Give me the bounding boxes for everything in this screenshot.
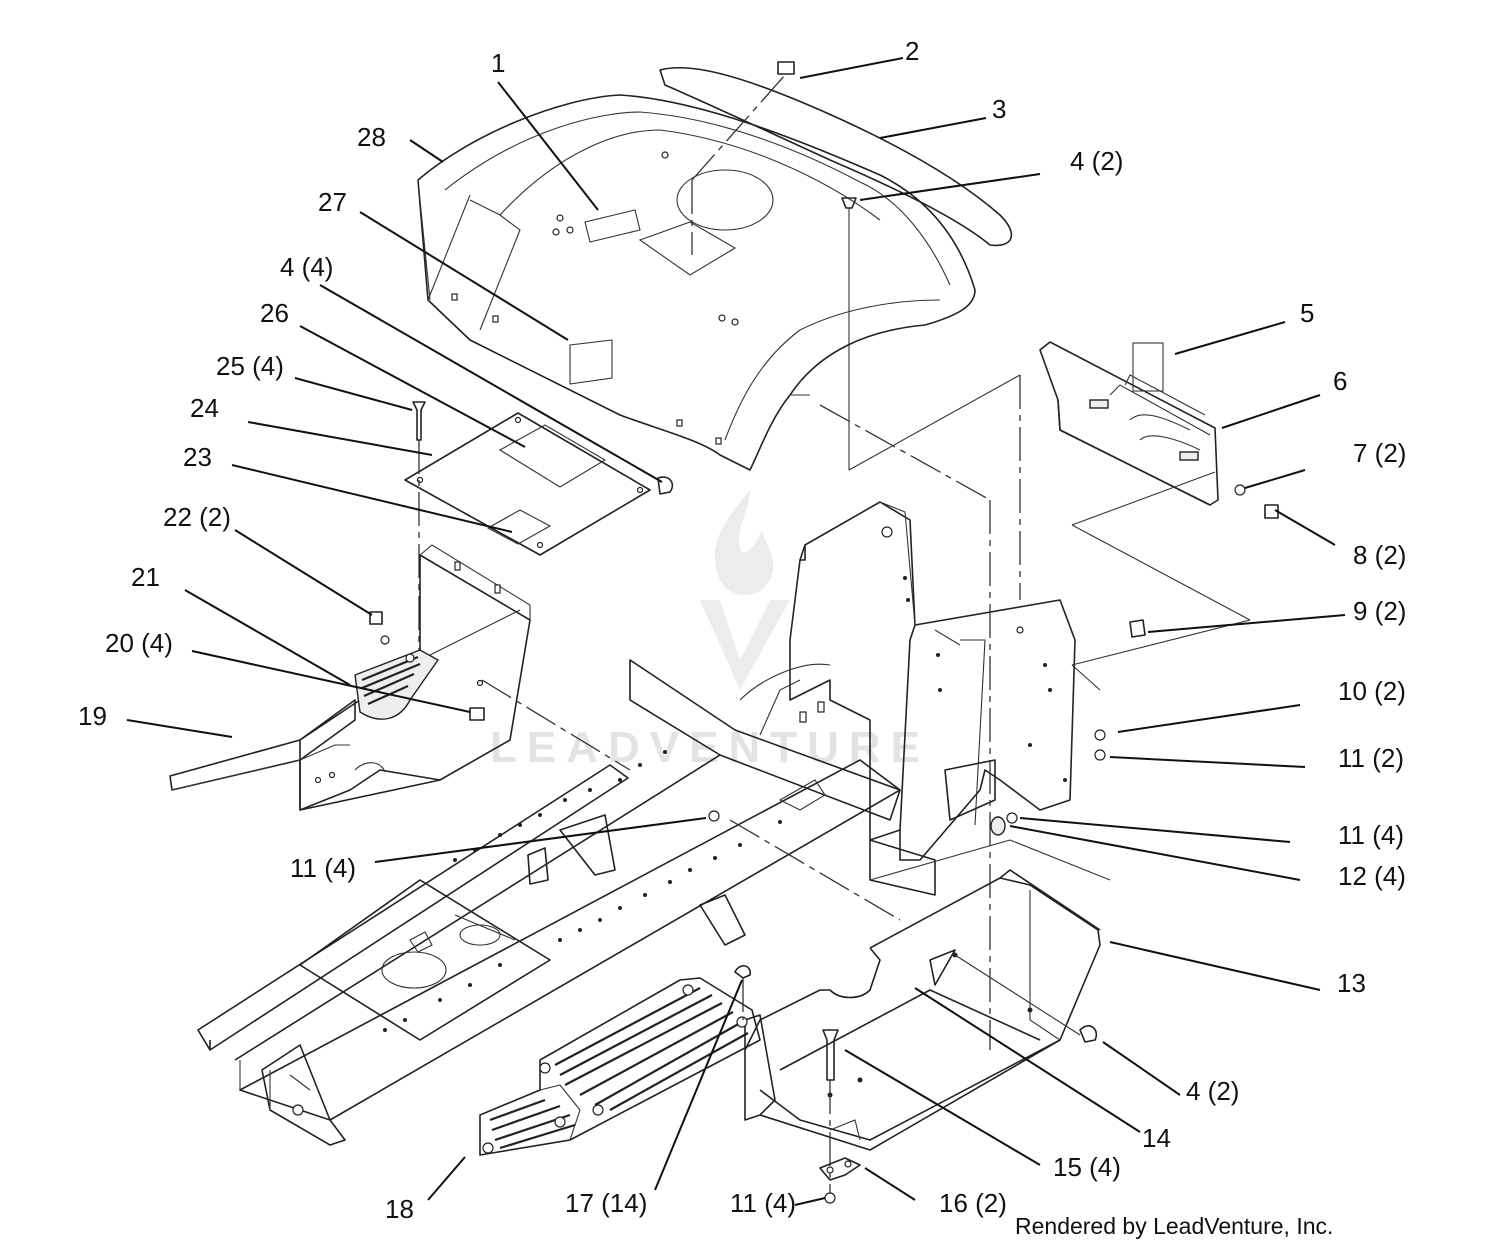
clip-part-20 [469, 707, 485, 721]
plug-part-4-mid [657, 476, 674, 495]
callout-14: 14 [1142, 1123, 1171, 1153]
bracket-part-6 [1039, 341, 1219, 506]
callout-19: 19 [78, 701, 107, 731]
callout-12: 12 (4) [1338, 861, 1406, 891]
callout-11-left: 11 (4) [290, 853, 356, 883]
callout-8: 8 (2) [1353, 540, 1406, 570]
callout-24: 24 [190, 393, 219, 423]
callout-27: 27 [318, 187, 347, 217]
console-part-19 [169, 544, 531, 811]
dash-panel [404, 412, 651, 556]
leader-lines [126, 57, 1346, 1206]
clip-part-9 [1129, 619, 1146, 638]
watermark-text: LEADVENTURE [490, 723, 930, 772]
decal-part-5 [1132, 342, 1164, 392]
callout-4-bottom: 4 (2) [1186, 1076, 1239, 1106]
step-panel-part-13 [744, 869, 1101, 1151]
nut-part-11-mid [1006, 812, 1018, 824]
callout-3: 3 [992, 94, 1006, 124]
plug-part-4-bottom [1079, 1025, 1098, 1043]
cowl [739, 501, 1076, 861]
callout-10: 10 (2) [1338, 676, 1406, 706]
callout-15: 15 (4) [1053, 1152, 1121, 1182]
nut-part-7 [1234, 484, 1246, 496]
callout-21: 21 [131, 562, 160, 592]
frame [197, 659, 901, 1146]
callout-13: 13 [1337, 968, 1366, 998]
callout-9: 9 (2) [1353, 596, 1406, 626]
nut-part-11-right [1094, 749, 1106, 761]
callout-25: 25 (4) [216, 351, 284, 381]
push-pin-part-17 [734, 965, 751, 979]
nut-part-11-bottom [824, 1192, 836, 1204]
frame-holes [383, 750, 782, 1032]
callout-20: 20 (4) [105, 628, 173, 658]
watermark-flame-icon [714, 490, 774, 595]
callout-labels: 1 2 3 4 (2) 28 27 4 (4) 26 25 (4) 24 23 … [78, 36, 1406, 1224]
hood [417, 94, 976, 471]
screw-part-22 [369, 611, 383, 625]
callout-11-right: 11 (2) [1338, 743, 1404, 773]
screw-part-25 [412, 401, 426, 441]
callout-16: 16 (2) [939, 1188, 1007, 1218]
callout-2: 2 [905, 36, 919, 66]
callout-18: 18 [385, 1194, 414, 1224]
hood-trim [659, 66, 1013, 247]
watermark: LEADVENTURE [490, 490, 930, 772]
callout-22: 22 (2) [163, 502, 231, 532]
callout-1: 1 [491, 48, 505, 78]
callout-5: 5 [1300, 298, 1314, 328]
callout-7: 7 (2) [1353, 438, 1406, 468]
callout-11-mid: 11 (4) [1338, 820, 1404, 850]
floor-mat-part-18 [479, 977, 761, 1156]
callout-23: 23 [183, 442, 212, 472]
frame-support [869, 839, 936, 896]
washer-part-12 [990, 816, 1006, 836]
callout-4-mid: 4 (4) [280, 252, 333, 282]
clip-part-2 [777, 61, 795, 75]
callout-4-top: 4 (2) [1070, 146, 1123, 176]
callout-17: 17 (14) [565, 1188, 647, 1218]
nut-part-11-left [708, 810, 720, 822]
bolt-part-8 [1264, 504, 1279, 519]
bracket-part-16 [819, 1157, 861, 1181]
callout-28: 28 [357, 122, 386, 152]
callout-6: 6 [1333, 366, 1347, 396]
mat-treads [489, 987, 749, 1150]
credit-text: Rendered by LeadVenture, Inc. [1015, 1213, 1333, 1239]
callout-26: 26 [260, 298, 289, 328]
bolt-part-15 [822, 1029, 839, 1081]
washer-part-10 [1094, 729, 1106, 741]
watermark-v-icon [700, 600, 790, 690]
callout-11-bottom: 11 (4) [730, 1188, 796, 1218]
bolt-part-4-top [841, 197, 1021, 471]
